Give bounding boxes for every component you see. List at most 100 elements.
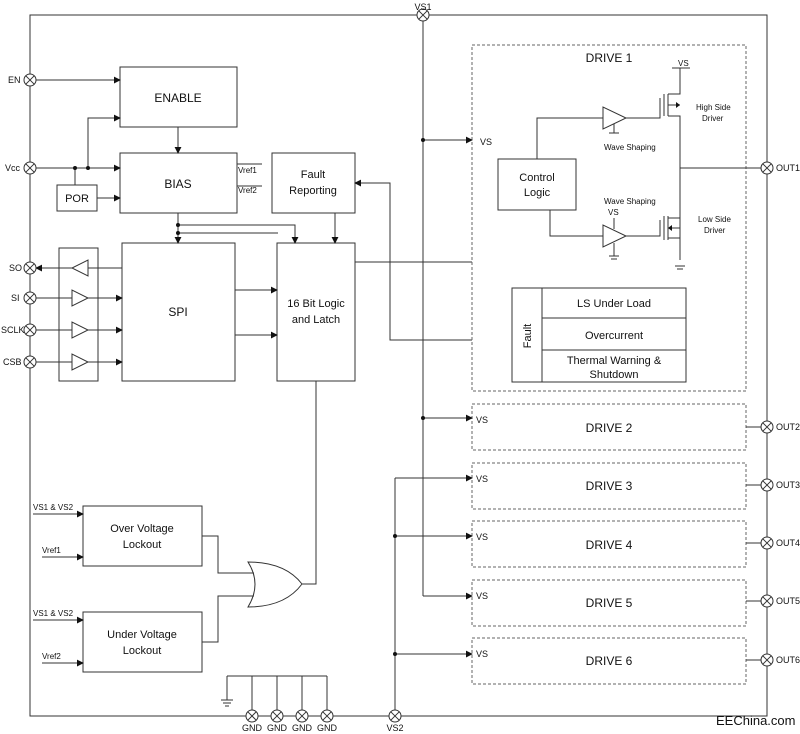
under-voltage-lockout-block (82, 611, 203, 673)
gnd1-pin-icon (245, 709, 259, 723)
drive5-title: DRIVE 5 (586, 596, 633, 610)
en-pin-label: EN (8, 75, 21, 85)
out2-pin-icon (760, 420, 774, 434)
gnd2-pin-label: GND (267, 723, 288, 733)
en-pin-icon (23, 73, 37, 87)
high-wave-shaping-label: Wave Shaping (604, 143, 656, 152)
drive3-vs-label: VS (476, 474, 488, 484)
sclk-pin-icon (23, 323, 37, 337)
or-gate-icon (247, 561, 303, 608)
drive3-block: DRIVE 3 VS (395, 462, 767, 510)
fault-detection-group (511, 287, 687, 383)
uvl-label-2: Lockout (123, 645, 162, 657)
so-pin-icon (23, 261, 37, 275)
logic-latch-block (276, 242, 356, 382)
junction-dot (73, 166, 77, 170)
drive6-title: DRIVE 6 (586, 654, 633, 668)
low-side-label-2: Driver (704, 226, 726, 235)
over-voltage-lockout-block (82, 505, 203, 567)
drive2-block: DRIVE 2 VS (421, 403, 767, 451)
si-pin-label: SI (11, 293, 20, 303)
out6-pin-icon (760, 653, 774, 667)
low-vs-label: VS (608, 208, 619, 217)
gnd2-pin-icon (270, 709, 284, 723)
ovl-label-1: Over Voltage (110, 523, 174, 535)
csb-pin-label: CSB (3, 357, 22, 367)
high-side-label-1: High Side (696, 103, 731, 112)
gnd4-pin-label: GND (317, 723, 338, 733)
drive6-block: DRIVE 6 VS (393, 637, 767, 685)
vs1-pin-label: VS1 (414, 2, 431, 12)
drive4-title: DRIVE 4 (586, 538, 633, 552)
gnd4-pin-icon (320, 709, 334, 723)
vs2-pin-label: VS2 (386, 723, 403, 733)
drive4-block: DRIVE 4 VS (393, 520, 767, 568)
drive2-vs-label: VS (476, 415, 488, 425)
so-pin-label: SO (9, 263, 22, 273)
drive4-vs-label: VS (476, 532, 488, 542)
high-wave-shaping-icon (602, 106, 628, 130)
csb-pin-icon (23, 355, 37, 369)
si-pin-icon (23, 291, 37, 305)
out1-pin-label: OUT1 (776, 163, 800, 173)
drive2-title: DRIVE 2 (586, 421, 633, 435)
bias-block (119, 152, 238, 214)
vcc-pin-label: Vcc (5, 163, 21, 173)
out3-pin-icon (760, 478, 774, 492)
vs2-pin-icon (388, 709, 402, 723)
fault-vertical-label: Fault (522, 324, 534, 348)
thermal-label-1: Thermal Warning & (567, 355, 662, 367)
ovl-vs-input-label: VS1 & VS2 (33, 503, 74, 512)
drive5-block: DRIVE 5 VS (423, 579, 767, 627)
gnd3-pin-icon (295, 709, 309, 723)
spi-label: SPI (168, 305, 187, 319)
vcc-pin-icon (23, 161, 37, 175)
logic-label-2: and Latch (292, 314, 340, 326)
vref2-label: Vref2 (238, 186, 257, 195)
ovl-vref-input-label: Vref1 (42, 546, 61, 555)
drive1-vs-label: VS (480, 137, 492, 147)
out5-pin-label: OUT5 (776, 596, 800, 606)
high-vs-label: VS (678, 59, 689, 68)
watermark-text: EEChina.com (716, 713, 795, 728)
junction-dot (176, 231, 180, 235)
enable-label: ENABLE (154, 91, 201, 105)
vref1-label: Vref1 (238, 166, 257, 175)
junction-dot (421, 138, 425, 142)
out1-pin-icon (760, 161, 774, 175)
low-wave-shaping-label: Wave Shaping (604, 197, 656, 206)
overcurrent-label: Overcurrent (585, 330, 643, 342)
gnd3-pin-label: GND (292, 723, 313, 733)
gnd1-pin-label: GND (242, 723, 263, 733)
spi-block (121, 242, 236, 382)
bias-label: BIAS (164, 177, 191, 191)
uvl-vref-input-label: Vref2 (42, 652, 61, 661)
out4-pin-icon (760, 536, 774, 550)
fault-reporting-block (271, 152, 356, 214)
drive5-vs-label: VS (476, 591, 488, 601)
sclk-pin-label: SCLK (1, 325, 25, 335)
ovl-label-2: Lockout (123, 539, 162, 551)
por-label: POR (65, 193, 89, 205)
control-logic-label-1: Control (519, 172, 554, 184)
drive1-title: DRIVE 1 (586, 51, 633, 65)
uvl-vs-input-label: VS1 & VS2 (33, 609, 74, 618)
fault-reporting-label-1: Fault (301, 169, 325, 181)
junction-dot (86, 166, 90, 170)
junction-dot (176, 223, 180, 227)
low-wave-shaping-icon (602, 224, 628, 248)
logic-label-1: 16 Bit Logic (287, 298, 345, 310)
out4-pin-label: OUT4 (776, 538, 800, 548)
control-logic-block (497, 158, 577, 211)
drive3-title: DRIVE 3 (586, 479, 633, 493)
fault-reporting-label-2: Reporting (289, 185, 337, 197)
out5-pin-icon (760, 594, 774, 608)
enable-block (119, 66, 238, 128)
drive6-vs-label: VS (476, 649, 488, 659)
out6-pin-label: OUT6 (776, 655, 800, 665)
control-logic-label-2: Logic (524, 187, 551, 199)
high-side-label-2: Driver (702, 114, 724, 123)
low-side-label-1: Low Side (698, 215, 731, 224)
thermal-label-2: Shutdown (590, 369, 639, 381)
